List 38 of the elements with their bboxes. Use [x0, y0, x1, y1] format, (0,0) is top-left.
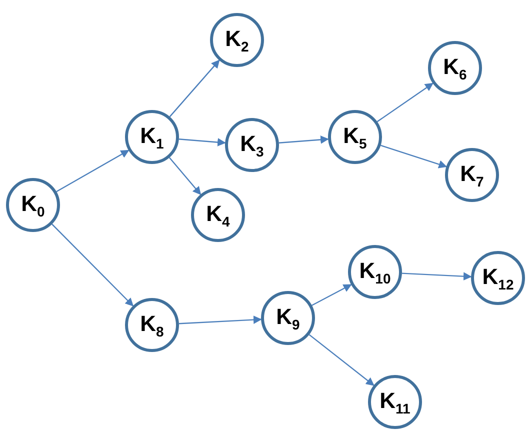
arrow	[380, 144, 448, 168]
node-label: K$_{10}$	[359, 258, 391, 286]
arrow	[169, 60, 220, 118]
arrow	[312, 284, 352, 306]
node-label: K$_{5}$	[343, 122, 367, 152]
node-label: K$_{4}$	[206, 200, 230, 230]
node-label: K$_{12}$	[482, 264, 514, 292]
node-circle	[6, 178, 60, 232]
arrow	[168, 157, 202, 196]
node-label: K$_{8}$	[140, 310, 164, 340]
arrow	[376, 82, 434, 122]
node-circle	[348, 245, 402, 299]
arrow	[178, 316, 262, 324]
node-label: K$_{1}$	[140, 122, 164, 152]
node-circle	[368, 375, 422, 429]
arrow	[308, 334, 374, 386]
node-label: K$_{9}$	[276, 304, 300, 332]
node-label: K$_{0}$	[21, 190, 45, 220]
arrow	[278, 136, 329, 144]
arrow	[178, 138, 226, 146]
node-label: K$_{11}$	[380, 388, 410, 416]
node-circle	[125, 110, 179, 164]
node-circle	[261, 291, 315, 345]
node-label: K$_{6}$	[443, 54, 467, 82]
node-circle	[471, 251, 525, 305]
node-circle	[328, 110, 382, 164]
arrow	[52, 224, 134, 306]
node-circle	[191, 188, 245, 242]
node-label: K$_{3}$	[240, 130, 264, 160]
node-label: K$_{7}$	[460, 160, 484, 190]
node-circle	[445, 148, 499, 202]
node-circle	[125, 298, 179, 352]
arrow	[56, 150, 130, 192]
node-circle	[225, 118, 279, 172]
node-circle	[428, 41, 482, 95]
node-label: K$_{2}$	[225, 26, 249, 54]
node-circle	[210, 13, 264, 67]
arrow	[402, 272, 472, 280]
